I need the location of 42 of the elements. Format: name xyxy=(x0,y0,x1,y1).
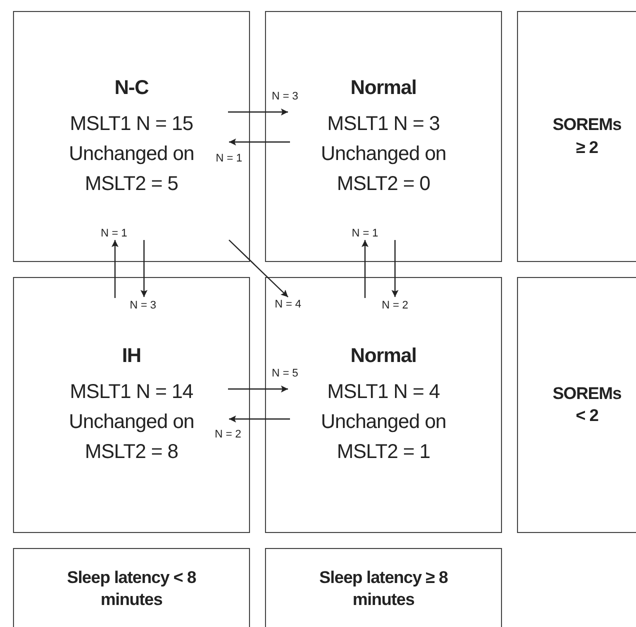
category-box xyxy=(13,11,250,262)
box-text: Unchanged on MSLT2 = 8 xyxy=(68,410,196,465)
edge-label: N = 4 xyxy=(274,300,302,310)
arrow xyxy=(228,108,288,116)
arrow xyxy=(229,138,290,146)
box-text: MSLT1 N = 15 xyxy=(70,112,194,136)
box-text: Unchanged on MSLT2 = 1 xyxy=(320,410,448,465)
box-text: MSLT1 N = 4 xyxy=(327,380,440,405)
box-heading: SOREMs < 2 xyxy=(552,382,622,427)
box-text: MSLT1 N = 3 xyxy=(327,112,440,136)
edge-label: N = 1 xyxy=(100,228,128,240)
arrow xyxy=(229,416,290,422)
box-heading: N-C xyxy=(114,76,149,100)
box-heading: Sleep latency ≥ 8 minutes xyxy=(318,567,449,612)
box-heading: IH xyxy=(122,344,141,369)
box-heading: Normal xyxy=(350,344,416,369)
box-text: MSLT1 N = 14 xyxy=(70,380,194,405)
arrow xyxy=(140,240,148,297)
edge-label: N = 3 xyxy=(270,92,300,102)
box-heading: Normal xyxy=(350,76,416,100)
arrow xyxy=(228,386,288,392)
edge-label: N = 1 xyxy=(350,228,380,240)
box-heading: SOREMs ≥ 2 xyxy=(552,114,622,158)
edge-label: N = 3 xyxy=(128,300,158,312)
box-text: Unchanged on MSLT2 = 0 xyxy=(320,142,448,196)
arrow xyxy=(362,240,368,298)
category-box xyxy=(517,277,636,533)
edge-label: N = 2 xyxy=(214,430,242,440)
edge-label: N = 5 xyxy=(270,368,300,380)
category-box xyxy=(13,548,250,627)
edge-label: N = 1 xyxy=(214,154,244,164)
edge-label: N = 2 xyxy=(380,300,410,312)
category-box xyxy=(13,277,250,533)
arrow xyxy=(392,240,398,297)
box-text: Unchanged on MSLT2 = 5 xyxy=(68,142,196,196)
arrow xyxy=(228,240,288,298)
arrow xyxy=(112,240,118,298)
category-box xyxy=(517,11,636,262)
category-box xyxy=(265,548,502,627)
box-heading: Sleep latency < 8 minutes xyxy=(66,567,197,612)
category-box xyxy=(265,277,502,533)
category-box xyxy=(265,11,502,262)
